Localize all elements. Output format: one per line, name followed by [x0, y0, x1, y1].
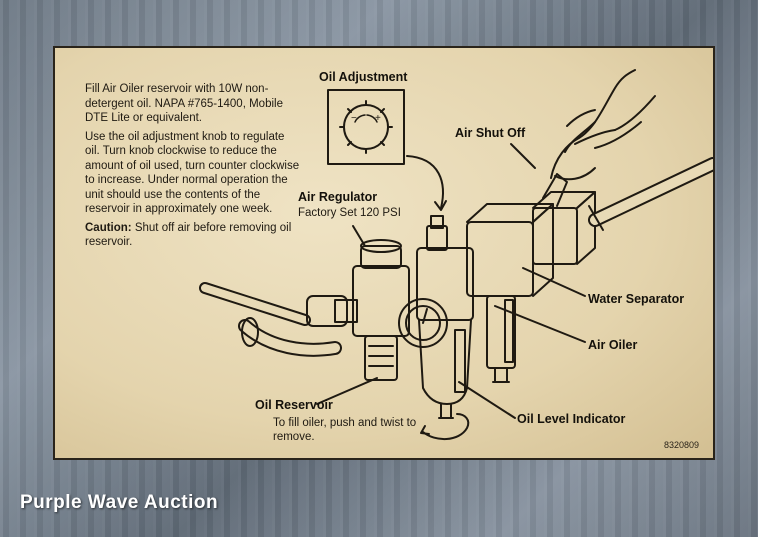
pressure-gauge: [398, 298, 448, 348]
leader-air-oiler: [494, 305, 586, 343]
oil-adjustment-knob-icon: − +: [339, 100, 393, 154]
callout-water-separator: Water Separator: [588, 292, 685, 306]
leader-air-shut-off: [510, 143, 536, 169]
watermark: Purple Wave Auction: [20, 492, 219, 513]
callout-air-oiler: Air Oiler: [588, 338, 638, 352]
instructions-block: Fill Air Oiler reservoir with 10W non-de…: [85, 82, 300, 254]
instructions-paragraph-2: Use the oil adjustment knob to regulate …: [85, 130, 300, 216]
callout-oil-level-indicator: Oil Level Indicator: [517, 412, 626, 426]
caution-text: Shut off air before removing oil reservo…: [85, 221, 292, 249]
callout-oil-reservoir: Oil Reservoir: [255, 398, 333, 412]
shut-off-valve: [532, 207, 578, 265]
instruction-label: − +: [53, 46, 715, 460]
leader-oil-reservoir: [316, 377, 378, 405]
part-number: 8320809: [663, 440, 699, 450]
oiler-body: [416, 247, 474, 321]
leader-oil-level-indicator: [458, 381, 516, 419]
callout-air-regulator: Air Regulator: [298, 190, 378, 204]
svg-text:+: +: [375, 113, 381, 124]
hand-icon: [550, 69, 656, 181]
knob-inset-box: [327, 89, 405, 165]
callout-air-shut-off: Air Shut Off: [455, 126, 526, 140]
svg-text:−: −: [351, 113, 357, 124]
callout-oil-adjustment: Oil Adjustment: [319, 70, 408, 84]
leader-air-regulator: [352, 225, 366, 247]
leader-water-separator: [522, 267, 586, 297]
caution-label: Caution:: [85, 221, 132, 234]
callout-oil-reservoir-note: To fill oiler, push and twist to remove.: [273, 417, 417, 443]
rotate-arrow-icon: [422, 413, 470, 440]
regulator-body: [352, 265, 410, 337]
knob-arrow: [406, 155, 444, 209]
instructions-paragraph-1: Fill Air Oiler reservoir with 10W non-de…: [85, 83, 283, 124]
air-unit-diagram: − +: [199, 69, 713, 440]
water-separator-body: [466, 221, 534, 297]
oil-reservoir-bowl: [418, 319, 472, 405]
callout-factory-set: Factory Set 120 PSI: [298, 207, 401, 219]
caution-note: Caution: Shut off air before removing oi…: [85, 221, 300, 250]
